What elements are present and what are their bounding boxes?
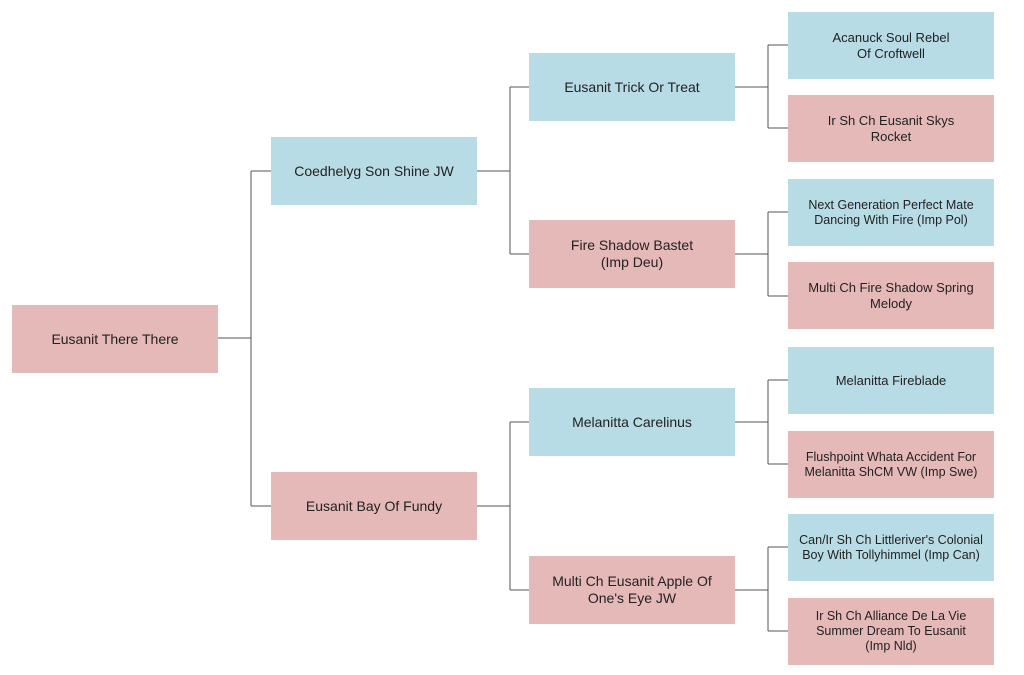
great-grandparent-box[interactable]: Acanuck Soul Rebel Of Croftwell <box>788 12 994 79</box>
grandparent-box[interactable]: Melanitta Carelinus <box>529 388 735 456</box>
great-grandparent-box[interactable]: Ir Sh Ch Eusanit Skys Rocket <box>788 95 994 162</box>
great-grandparent-box[interactable]: Next Generation Perfect Mate Dancing Wit… <box>788 179 994 246</box>
great-grandparent-box[interactable]: Can/Ir Sh Ch Littleriver's Colonial Boy … <box>788 514 994 581</box>
grandparent-box[interactable]: Fire Shadow Bastet (Imp Deu) <box>529 220 735 288</box>
great-grandparent-box[interactable]: Flushpoint Whata Accident For Melanitta … <box>788 431 994 498</box>
great-grandparent-box[interactable]: Melanitta Fireblade <box>788 347 994 414</box>
great-grandparent-box[interactable]: Ir Sh Ch Alliance De La Vie Summer Dream… <box>788 598 994 665</box>
sire-box[interactable]: Coedhelyg Son Shine JW <box>271 137 477 205</box>
great-grandparent-box[interactable]: Multi Ch Fire Shadow Spring Melody <box>788 262 994 329</box>
dam-box[interactable]: Eusanit Bay Of Fundy <box>271 472 477 540</box>
grandparent-box[interactable]: Eusanit Trick Or Treat <box>529 53 735 121</box>
grandparent-box[interactable]: Multi Ch Eusanit Apple Of One's Eye JW <box>529 556 735 624</box>
subject-box[interactable]: Eusanit There There <box>12 305 218 373</box>
